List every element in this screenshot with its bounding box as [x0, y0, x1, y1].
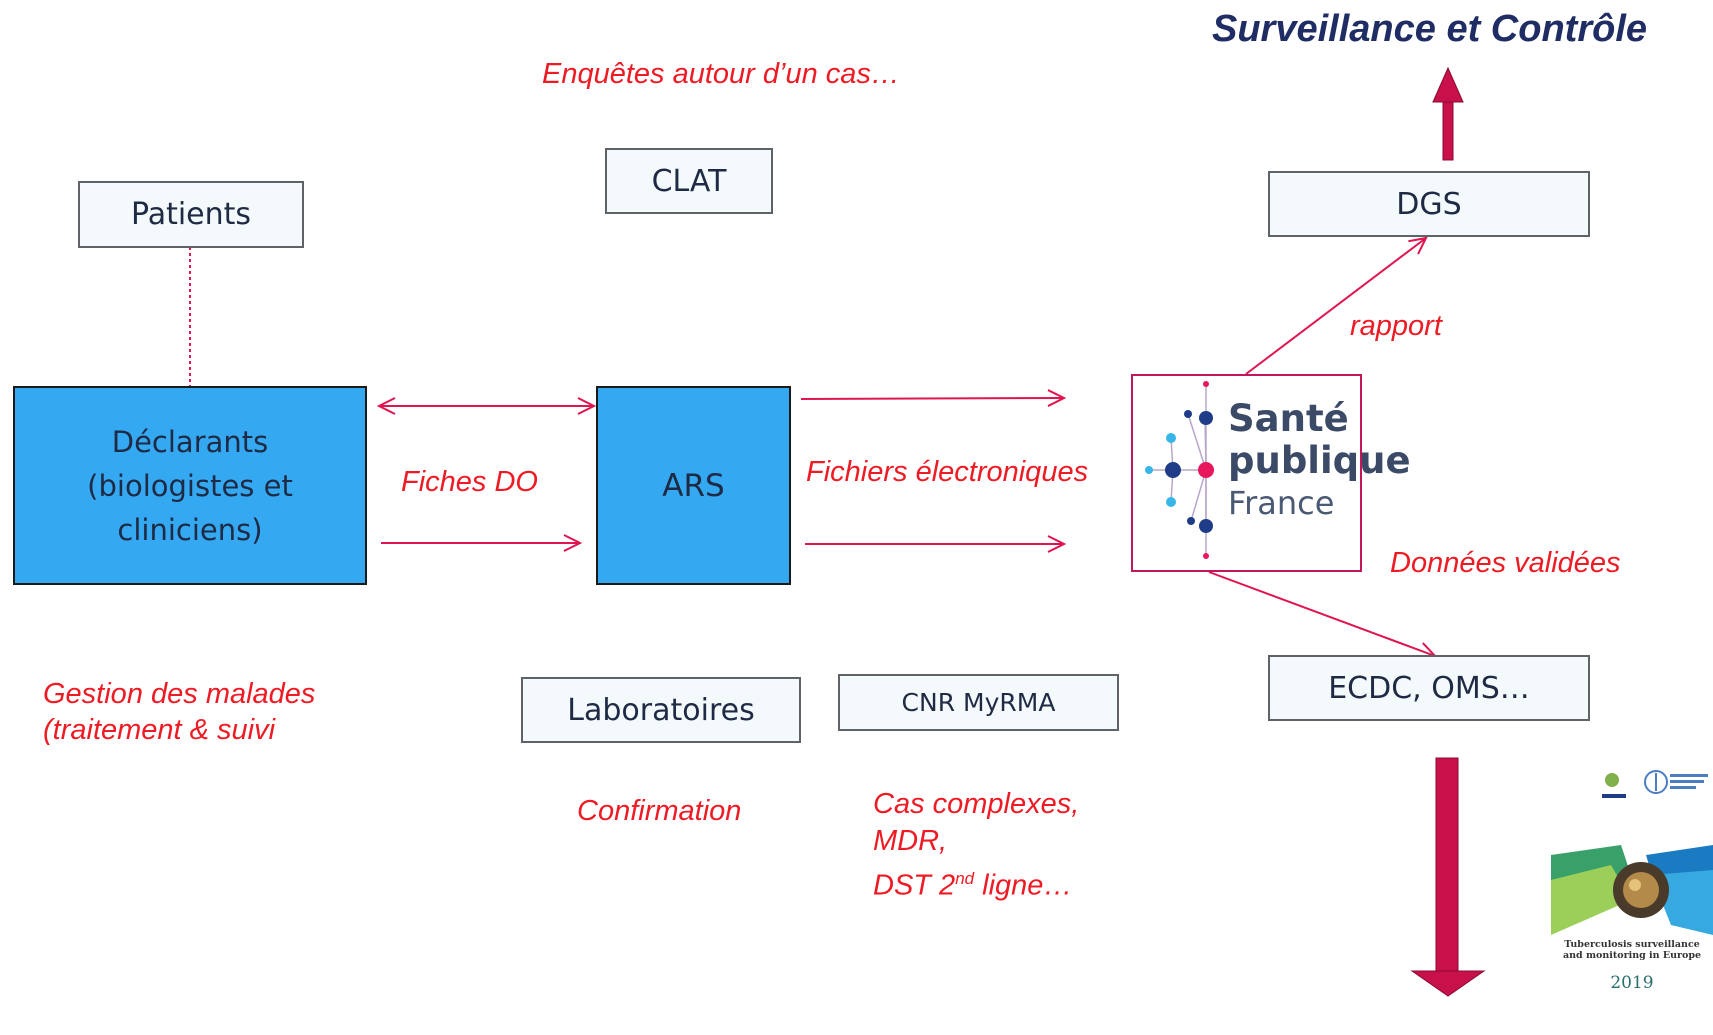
cas-complexes-label: Cas complexes, MDR, DST 2nd ligne…	[873, 786, 1079, 905]
enquetes-label: Enquêtes autour d’un cas…	[542, 58, 900, 90]
report-caption-2: and monitoring in Europe	[1562, 950, 1702, 961]
gestion-label: Gestion des malades (traitement & suivi	[43, 676, 315, 748]
cas-line-3-pre: DST 2	[873, 869, 956, 902]
declarants-box: Déclarants (biologistes et cliniciens)	[13, 386, 367, 585]
spf-logo-icon	[1145, 381, 1214, 559]
tb-report-cover-image: Tuberculosis surveillance and monitoring…	[1551, 845, 1713, 1010]
fiches-do-label: Fiches DO	[401, 466, 538, 498]
spf-logo-text: Santé publique France	[1228, 398, 1411, 524]
cas-line-3-post: ligne…	[974, 869, 1073, 902]
spf-to-dgs-arrow	[1245, 238, 1426, 375]
thick-down-arrow	[1410, 757, 1486, 997]
ecdc-box: ECDC, OMS…	[1268, 655, 1590, 721]
rapport-label: rapport	[1350, 310, 1442, 342]
dgs-label: DGS	[1396, 186, 1462, 222]
cas-line-3: DST 2nd ligne…	[873, 860, 1079, 905]
diagram-title: Surveillance et Contrôle	[1212, 8, 1648, 50]
cnr-box: CNR MyRMA	[838, 674, 1119, 731]
patients-label: Patients	[130, 197, 252, 232]
thick-up-arrow	[1432, 66, 1464, 161]
spf-line-1: Santé	[1228, 397, 1349, 440]
ars-to-spf-arrow-upper	[800, 398, 1064, 399]
cas-line-1: Cas complexes,	[873, 788, 1080, 820]
spf-to-ecdc-arrow	[1208, 571, 1435, 656]
spf-line-3: France	[1228, 484, 1335, 522]
clat-box: CLAT	[605, 148, 773, 214]
donnees-validees-label: Données validées	[1390, 547, 1621, 579]
gestion-line-2: (traitement & suivi	[43, 714, 276, 746]
report-cover-art	[1551, 845, 1713, 935]
declarants-line-3: cliniciens)	[117, 512, 263, 547]
ars-box: ARS	[596, 386, 791, 585]
fichiers-electroniques-label: Fichiers électroniques	[806, 456, 1089, 488]
declarants-line-1: Déclarants	[111, 424, 269, 459]
gestion-line-1: Gestion des malades	[43, 678, 316, 710]
cnr-label: CNR MyRMA	[901, 688, 1056, 717]
patients-box: Patients	[78, 181, 304, 248]
ecdc-label: ECDC, OMS…	[1328, 670, 1530, 706]
ecdc-who-logos	[1602, 770, 1708, 798]
dgs-box: DGS	[1268, 171, 1590, 237]
cas-line-3-sup: nd	[955, 869, 975, 888]
laboratoires-box: Laboratoires	[521, 677, 801, 743]
sante-publique-france-box: Santé publique France	[1131, 374, 1411, 572]
declarants-line-2: (biologistes et	[87, 468, 293, 503]
report-caption: Tuberculosis surveillance and monitoring…	[1551, 939, 1713, 961]
ars-label: ARS	[662, 467, 725, 504]
confirmation-label: Confirmation	[577, 795, 742, 827]
report-caption-1: Tuberculosis surveillance	[1564, 939, 1700, 950]
report-year: 2019	[1610, 973, 1654, 993]
clat-label: CLAT	[651, 163, 727, 199]
spf-line-2: publique	[1228, 439, 1411, 482]
laboratoires-label: Laboratoires	[567, 692, 755, 728]
cas-line-2: MDR,	[873, 825, 948, 857]
